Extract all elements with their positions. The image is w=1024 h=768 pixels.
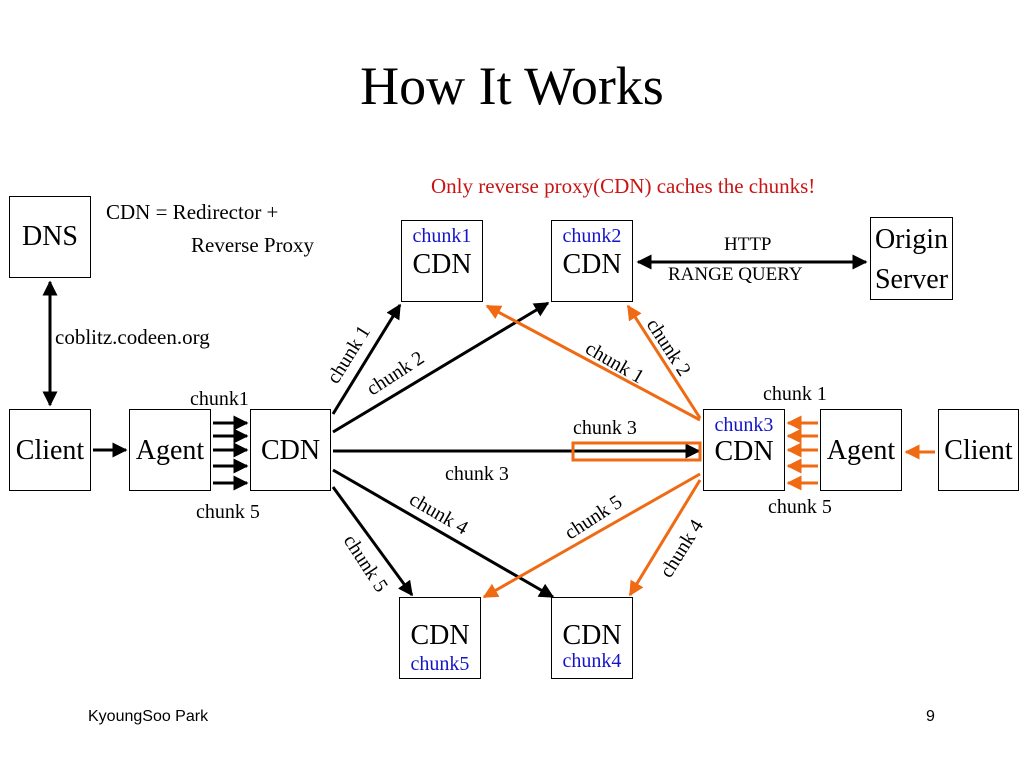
cdn-top2-chunk-tag: chunk2	[562, 225, 622, 247]
cdn-center-label: CDN	[260, 435, 321, 466]
edge-chunk2-label: chunk 2	[363, 347, 429, 400]
agent-left-node: Agent	[129, 409, 211, 491]
orange-arrow-to-bottom1	[482, 472, 701, 599]
dns-name-label: coblitz.codeen.org	[55, 325, 210, 349]
cdn-definition-line2: Reverse Proxy	[191, 233, 315, 257]
cdn-to-bottom1-arrow	[331, 486, 414, 597]
cdn-top2-node: chunk2 CDN	[551, 220, 633, 302]
origin-server-node: Origin Server	[870, 217, 953, 300]
cdn-top1-chunk-tag: chunk1	[412, 225, 472, 247]
cdn-top2-label: CDN	[562, 249, 622, 280]
dns-node: DNS	[9, 196, 91, 278]
agent-right-node: Agent	[820, 409, 902, 491]
cdn-center-node: CDN	[250, 409, 331, 491]
client-left-label: Client	[15, 435, 85, 466]
cdn-definition-line1: CDN = Redirector +	[106, 200, 279, 224]
footer-author: KyoungSoo Park	[88, 708, 209, 725]
cdn-bottom2-node: CDN chunk4	[551, 597, 633, 679]
left-chunk1-label: chunk1	[190, 388, 249, 410]
cdn-right-label: CDN	[714, 436, 774, 467]
cdn-bottom2-label: CDN	[562, 620, 622, 651]
cdn-to-top2-arrow	[332, 301, 550, 434]
cdn-bottom1-node: CDN chunk5	[399, 597, 481, 679]
agent-cdn-parallel-arrows	[213, 415, 249, 491]
cdn-right-node: chunk3 CDN	[703, 409, 785, 491]
cache-note: Only reverse proxy(CDN) caches the chunk…	[431, 174, 816, 198]
edge-chunk3-orange-label: chunk 3	[573, 417, 637, 439]
orange-chunk4-label: chunk 4	[656, 516, 709, 582]
orange-arrow-to-bottom2	[628, 479, 702, 597]
http-label: HTTP	[724, 234, 772, 255]
cdn-bottom2-chunk-tag: chunk4	[562, 650, 622, 672]
slide-title: How It Works	[360, 56, 664, 116]
client-right-node: Client	[938, 409, 1019, 491]
cdn-to-top1-arrow	[331, 303, 402, 415]
orange-arrow-to-top2	[626, 304, 702, 419]
left-chunk5-label: chunk 5	[196, 501, 260, 523]
orange-arrow-to-top1	[485, 304, 701, 422]
edge-chunk5-label: chunk 5	[339, 531, 392, 597]
cdn-to-bottom2-arrow	[332, 468, 555, 599]
cdn-bottom1-label: CDN	[410, 620, 470, 651]
cdn-top1-label: CDN	[412, 249, 472, 280]
right-chunk1-label: chunk 1	[763, 383, 827, 405]
right-chunk5-label: chunk 5	[768, 496, 832, 518]
origin-label-line2: Server	[874, 264, 949, 295]
footer-page-number: 9	[926, 708, 935, 725]
agent-right-label: Agent	[826, 435, 896, 466]
dns-label: DNS	[21, 221, 78, 252]
client-left-node: Client	[9, 409, 91, 491]
cdn-right-chunk-tag: chunk3	[714, 414, 774, 436]
edge-chunk3-black-label: chunk 3	[445, 463, 509, 485]
agent-cdn-right-parallel-arrows	[786, 415, 818, 491]
cdn-top1-node: chunk1 CDN	[401, 220, 483, 302]
cdn-bottom1-chunk-tag: chunk5	[410, 653, 470, 675]
orange-chunk3-highlight	[571, 441, 702, 462]
origin-label-line1: Origin	[874, 224, 949, 255]
agent-left-label: Agent	[135, 435, 205, 466]
client-right-label: Client	[944, 435, 1013, 466]
